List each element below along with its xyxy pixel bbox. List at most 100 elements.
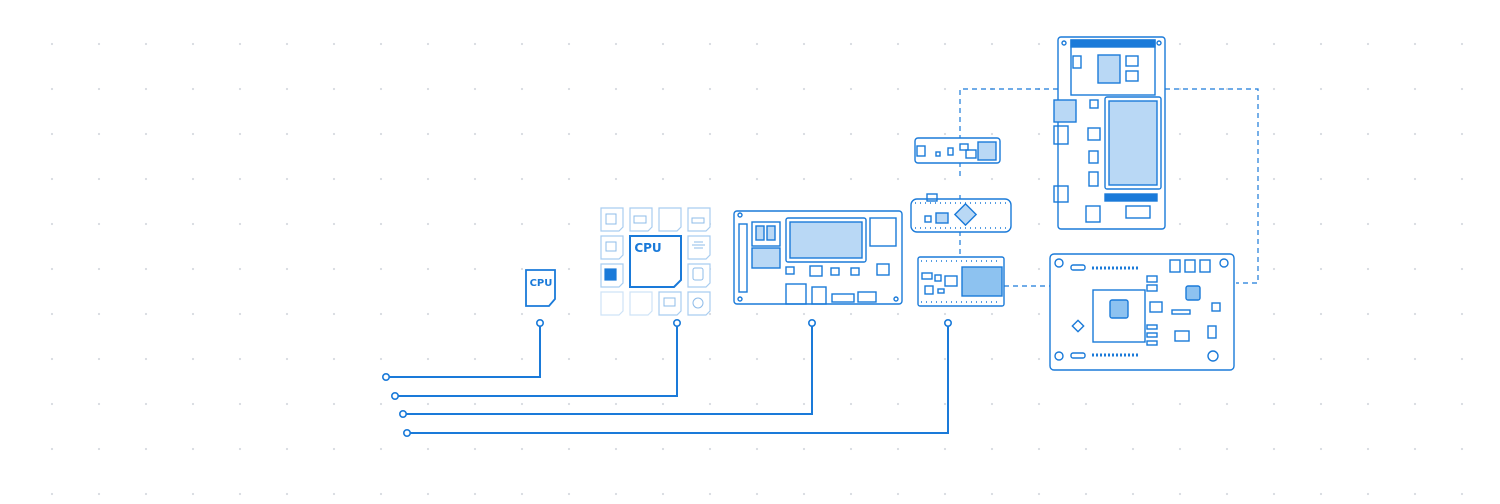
grid-dot [896,492,900,496]
cpu-large-label: CPU [634,241,661,255]
grid-dot [285,357,289,361]
grid-dot [1319,87,1323,91]
grid-dot [1413,492,1417,496]
grid-dot [990,132,994,136]
small-module-icon[interactable] [914,137,1001,164]
grid-dot [661,492,665,496]
power-glyph-icon [692,297,704,309]
grid-dot [896,312,900,316]
component [1174,330,1190,342]
grid-dot [755,177,759,181]
grid-dot [849,357,853,361]
grid-dot [50,402,54,406]
grid-dot [1178,87,1182,91]
grid-dot [1460,402,1464,406]
mount-hole [1054,258,1064,268]
grid-dot [97,132,101,136]
connector-nodes [381,318,952,437]
grid-dot [332,177,336,181]
grid-dot [238,132,242,136]
mount-hole [1061,40,1067,46]
connector [831,293,855,303]
connector-node [807,318,816,327]
grid-dot [285,402,289,406]
connector-endpoint [398,409,407,418]
grid-dot [426,447,430,451]
component [809,265,823,277]
grid-dot [661,132,665,136]
display-board-icon[interactable] [1053,36,1166,230]
component [1146,340,1158,346]
grid-dot [97,267,101,271]
grid-dot [614,87,618,91]
grid-dot [285,177,289,181]
grid-dot [1225,492,1229,496]
grid-dot [943,357,947,361]
usb-stick-board-icon[interactable] [910,193,1012,233]
grid-dot [896,177,900,181]
grid-dot [379,222,383,226]
grid-dot [849,42,853,46]
grid-dot [1178,177,1182,181]
pin-header [1104,193,1158,202]
grid-dot [567,492,571,496]
grid-dot [379,312,383,316]
grid-dot [1366,42,1370,46]
grid-dot [708,357,712,361]
fpc-connector [1070,39,1156,48]
component [1089,99,1099,109]
grid-dot [614,357,618,361]
memory-chip [1125,70,1139,82]
grid-dot [1272,492,1276,496]
power-jack [977,141,997,161]
component [935,212,949,224]
grid-dot [896,42,900,46]
grid-dot [144,267,148,271]
mount-hole [737,296,743,302]
grid-dot [567,87,571,91]
grid-dot [849,87,853,91]
connector-node [943,318,952,327]
peripheral-tile [658,207,682,232]
grid-dot [426,402,430,406]
cpu-grid-icon[interactable]: CPU [600,207,711,316]
mount-hole [893,296,899,302]
dev-board-icon[interactable] [733,210,903,305]
component [830,267,840,276]
lcd-panel-inner [1108,100,1158,186]
component [1149,301,1163,313]
grid-dot [426,87,430,91]
cpu-chip-icon[interactable]: CPU [525,269,556,307]
grid-dot [708,87,712,91]
wifi-module-icon[interactable] [917,256,1005,307]
grid-dot [1319,267,1323,271]
grid-dot [1037,402,1041,406]
grid-dot [191,447,195,451]
grid-dot [896,402,900,406]
grid-dot [755,447,759,451]
grid-dot [1272,177,1276,181]
grid-dot [1272,312,1276,316]
large-board-icon[interactable] [1049,253,1235,371]
grid-dot [1319,357,1323,361]
component [947,147,954,156]
component [959,143,969,151]
connector-line-wifi-module [407,326,949,434]
antenna-glyph-icon [692,241,705,249]
grid-dot [191,492,195,496]
grid-dot [849,402,853,406]
grid-dot [285,87,289,91]
grid-dot [332,492,336,496]
grid-dot [285,42,289,46]
grid-dot [567,42,571,46]
connector [1053,185,1069,203]
grid-dot [614,402,618,406]
grid-dot [426,42,430,46]
grid-dot [520,492,524,496]
grid-dot [755,357,759,361]
component [1087,127,1101,141]
grid-dot [1178,42,1182,46]
component [1146,324,1158,330]
grid-dot [379,357,383,361]
grid-dot [755,87,759,91]
